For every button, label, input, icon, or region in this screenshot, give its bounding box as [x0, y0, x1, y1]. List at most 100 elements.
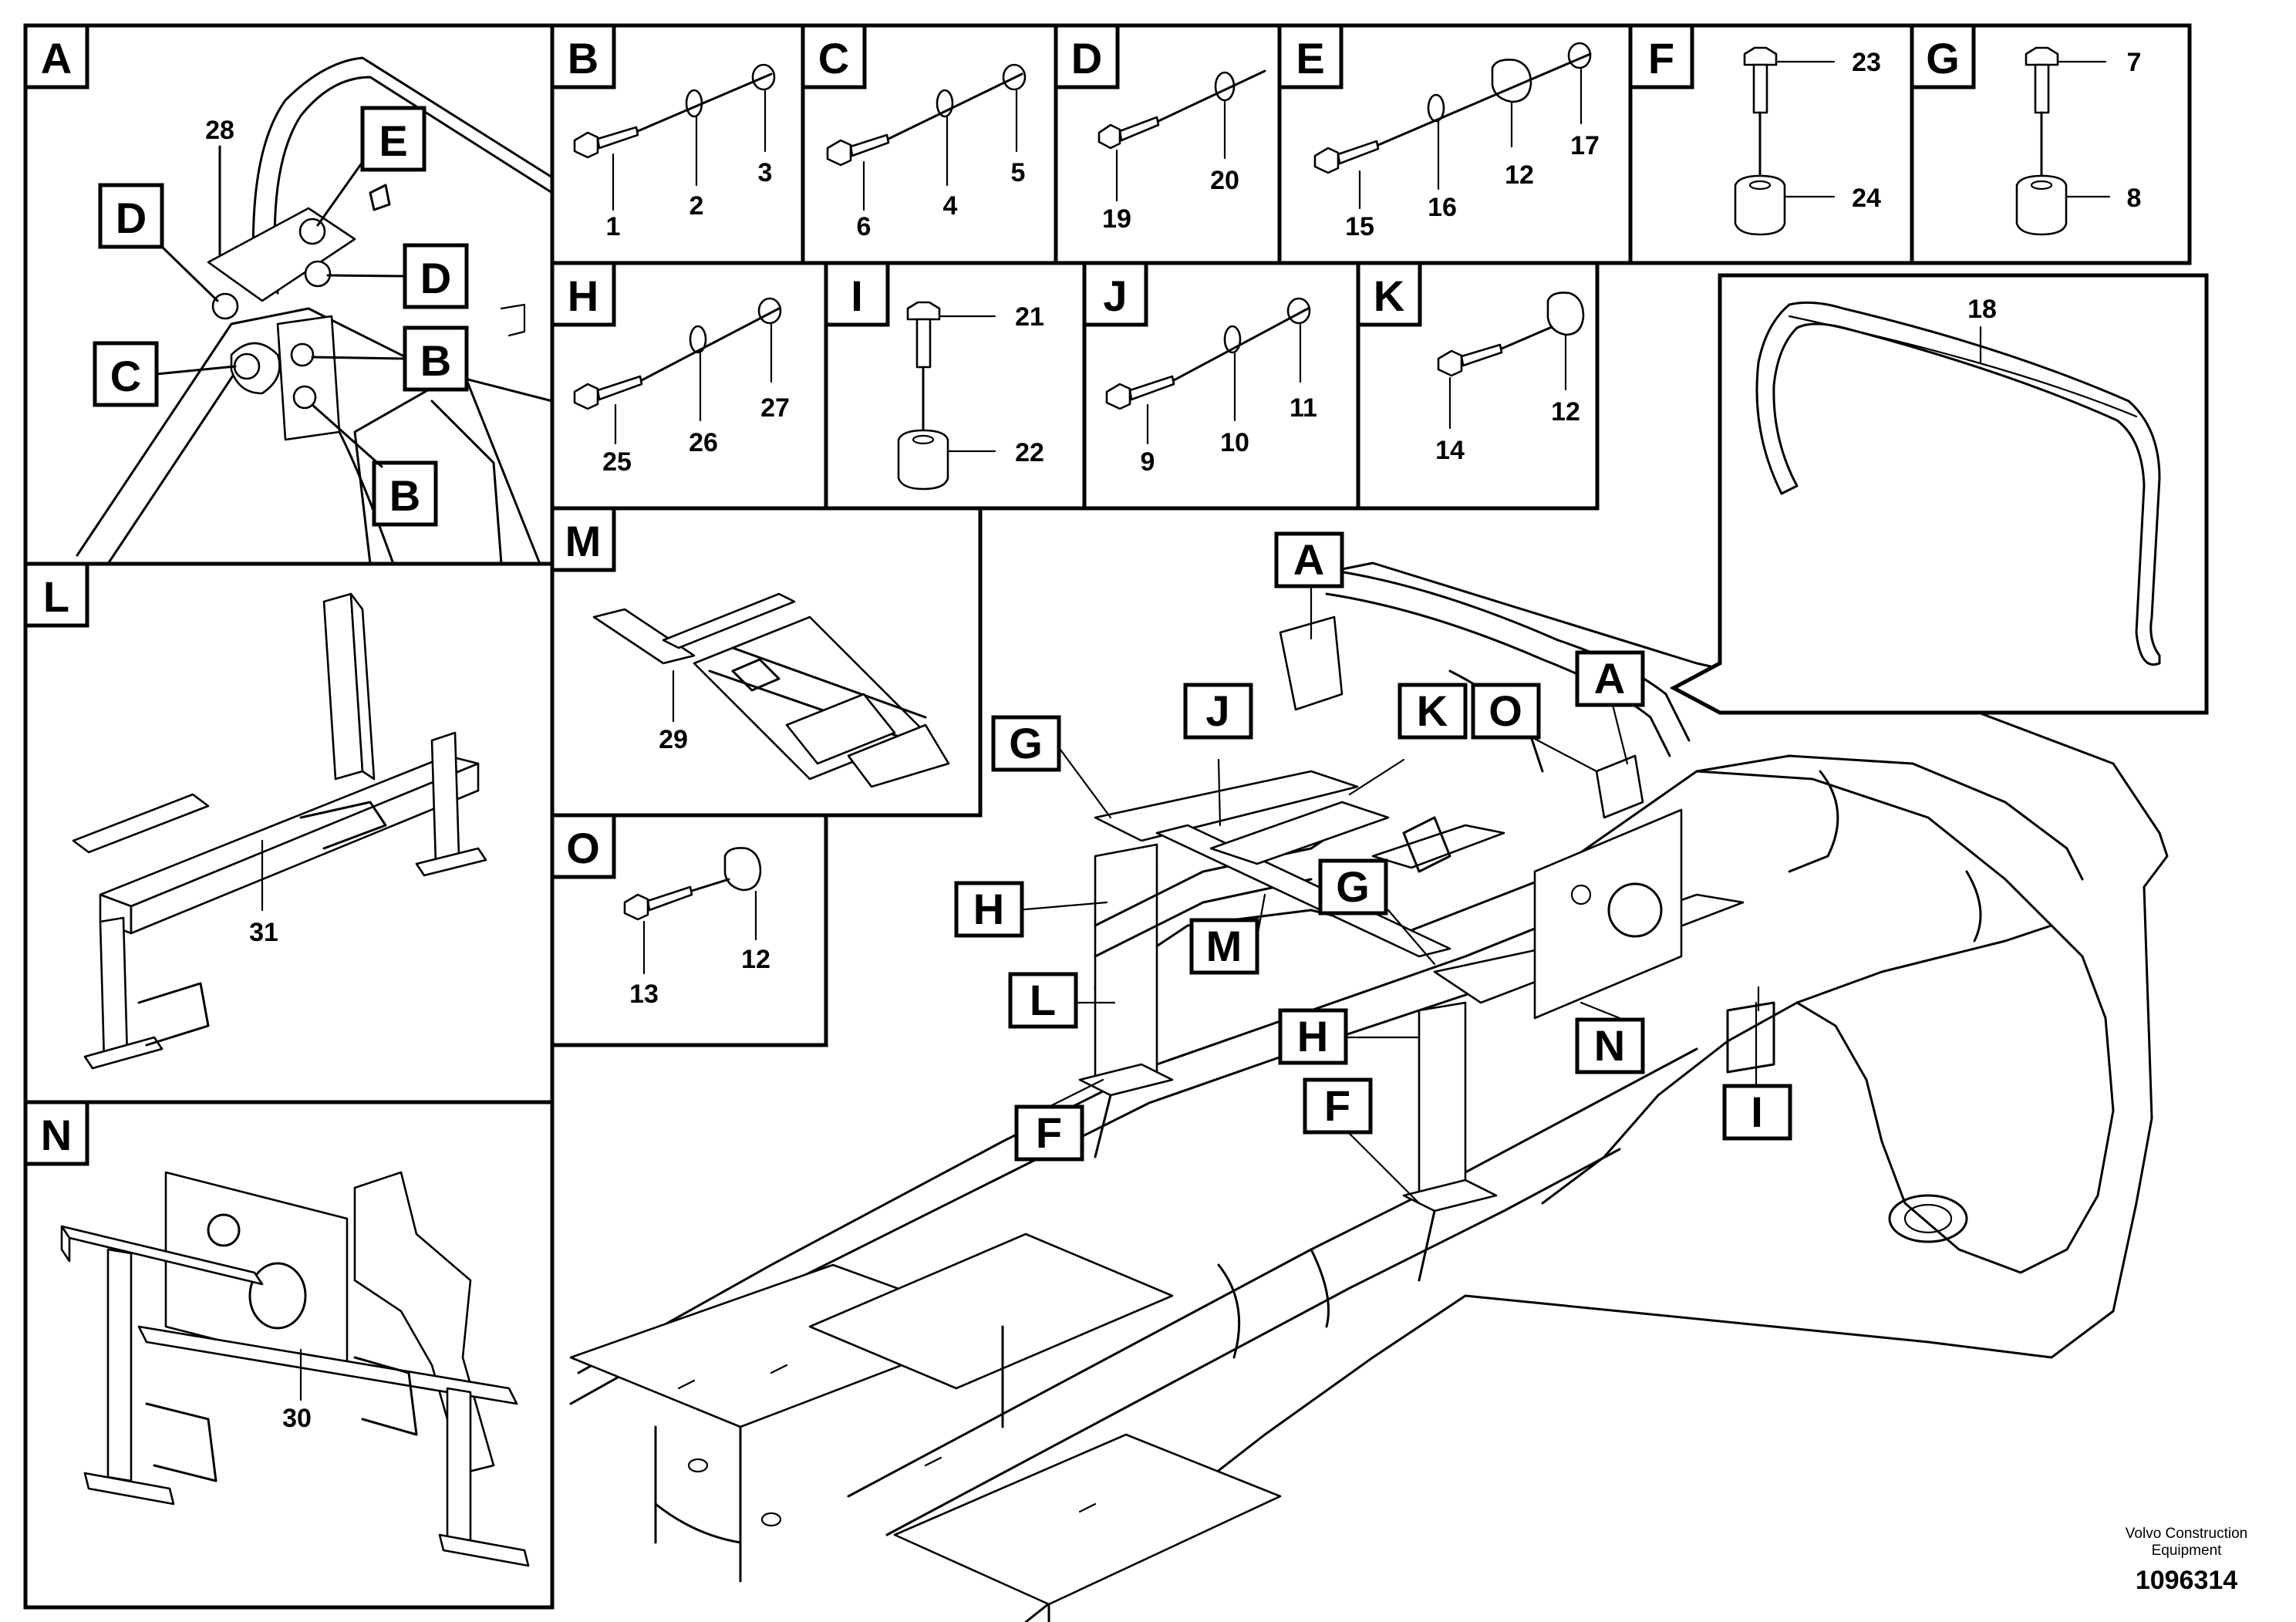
- panel-A-callout-D1: D: [98, 183, 164, 249]
- ref-8: 8: [2127, 184, 2142, 213]
- ref-31: 31: [249, 918, 278, 947]
- ref-15: 15: [1345, 212, 1374, 241]
- ref-12: 12: [741, 945, 770, 974]
- svg-text:K: K: [1374, 271, 1404, 320]
- ref-28: 28: [205, 116, 234, 145]
- panel-N: N 30: [23, 1100, 555, 1610]
- callout-main-L: L: [1008, 972, 1078, 1029]
- ref-2: 2: [689, 191, 704, 221]
- ref-23: 23: [1852, 48, 1881, 77]
- callout-main-G2: G: [1318, 858, 1388, 916]
- ref-19: 19: [1102, 204, 1131, 234]
- ref-20: 20: [1210, 166, 1239, 195]
- svg-text:G: G: [1336, 862, 1370, 911]
- panel-roll-bar: 18: [1669, 273, 2209, 715]
- panel-E: E 15 16 12 17: [1277, 23, 1633, 265]
- ref-17: 17: [1570, 131, 1600, 160]
- callout-main-F2: F: [1303, 1077, 1373, 1135]
- ref-13: 13: [629, 980, 659, 1009]
- panel-O: O 13 12: [550, 813, 828, 1047]
- svg-text:I: I: [1751, 1088, 1763, 1136]
- svg-text:H: H: [973, 885, 1004, 933]
- callout-main-I: I: [1722, 1084, 1792, 1141]
- svg-text:D: D: [116, 194, 147, 242]
- svg-text:I: I: [851, 271, 863, 320]
- panel-A-callout-B2: B: [372, 460, 438, 527]
- svg-text:M: M: [1206, 922, 1242, 970]
- callout-main-G1: G: [991, 715, 1061, 772]
- svg-text:H: H: [1297, 1012, 1328, 1061]
- svg-text:C: C: [110, 352, 141, 400]
- svg-text:J: J: [1103, 271, 1127, 320]
- ref-6: 6: [857, 212, 872, 241]
- svg-text:D: D: [1071, 34, 1102, 83]
- main-callouts: A J K O A G H M G L H N I F F: [954, 531, 1792, 1162]
- svg-text:D: D: [420, 254, 451, 302]
- ref-27: 27: [760, 393, 790, 423]
- svg-text:B: B: [420, 336, 451, 385]
- callout-main-A1: A: [1274, 531, 1344, 588]
- svg-text:H: H: [568, 271, 598, 320]
- callout-main-H1: H: [954, 881, 1024, 938]
- ref-22: 22: [1015, 438, 1044, 467]
- ref-11: 11: [1290, 393, 1317, 423]
- ref-12: 12: [1505, 160, 1534, 190]
- svg-text:L: L: [43, 572, 69, 621]
- svg-text:B: B: [568, 34, 598, 83]
- main-frame-assembly: [569, 561, 2169, 1622]
- ref-30: 30: [282, 1404, 312, 1433]
- ref-1: 1: [606, 212, 621, 241]
- ref-29: 29: [659, 725, 688, 754]
- callout-main-N: N: [1575, 1017, 1645, 1074]
- ref-4: 4: [943, 191, 958, 221]
- footer-company-line2: Equipment: [2151, 1543, 2222, 1559]
- panel-D: D 19 20: [1054, 23, 1282, 265]
- ref-3: 3: [758, 158, 773, 187]
- panel-A-callout-D2: D: [403, 243, 469, 309]
- drawing-number: 1096314: [2135, 1566, 2238, 1595]
- svg-text:J: J: [1205, 686, 1229, 735]
- ref-24: 24: [1852, 184, 1881, 213]
- svg-text:E: E: [379, 116, 407, 165]
- callout-main-K: K: [1397, 683, 1468, 740]
- ref-9: 9: [1141, 447, 1155, 477]
- main-callout-leaders: [1015, 582, 1758, 1205]
- panel-C: C 6 4 5: [801, 23, 1058, 265]
- ref-16: 16: [1428, 193, 1457, 222]
- svg-text:F: F: [1324, 1081, 1350, 1130]
- svg-text:F: F: [1648, 34, 1674, 83]
- callout-main-O: O: [1471, 683, 1541, 740]
- svg-text:F: F: [1036, 1108, 1062, 1157]
- panel-L: L 31: [23, 561, 555, 1104]
- svg-text:K: K: [1417, 686, 1448, 735]
- ref-26: 26: [689, 428, 718, 457]
- ref-21: 21: [1015, 302, 1044, 332]
- svg-text:O: O: [566, 824, 600, 872]
- ref-18: 18: [1967, 295, 1997, 324]
- panel-I: I 21 22: [824, 261, 1087, 511]
- svg-text:N: N: [1594, 1021, 1625, 1070]
- svg-text:C: C: [818, 34, 849, 83]
- panel-M: M 29: [550, 506, 983, 818]
- panel-A: A D E D C B B 28: [23, 23, 555, 566]
- ref-12: 12: [1551, 397, 1580, 427]
- footer-company: Volvo Construction Equipment: [2109, 1526, 2264, 1560]
- svg-text:A: A: [1594, 654, 1625, 703]
- panel-G: G 7 8: [1910, 23, 2192, 265]
- svg-text:B: B: [389, 471, 420, 520]
- panel-H: H 25 26 27: [550, 261, 828, 511]
- panel-J: J 9 10 11: [1082, 261, 1360, 511]
- svg-text:O: O: [1489, 686, 1522, 735]
- svg-text:M: M: [565, 517, 602, 565]
- footer-company-line1: Volvo Construction: [2125, 1526, 2248, 1542]
- callout-main-J: J: [1183, 683, 1253, 740]
- svg-text:L: L: [1030, 976, 1056, 1024]
- ref-7: 7: [2127, 48, 2142, 77]
- svg-text:A: A: [41, 34, 72, 83]
- ref-10: 10: [1220, 428, 1249, 457]
- svg-text:G: G: [1926, 34, 1960, 83]
- callout-main-F1: F: [1014, 1104, 1084, 1162]
- panel-B: B 1 2 3: [550, 23, 805, 265]
- panel-A-callout-C: C: [93, 341, 159, 407]
